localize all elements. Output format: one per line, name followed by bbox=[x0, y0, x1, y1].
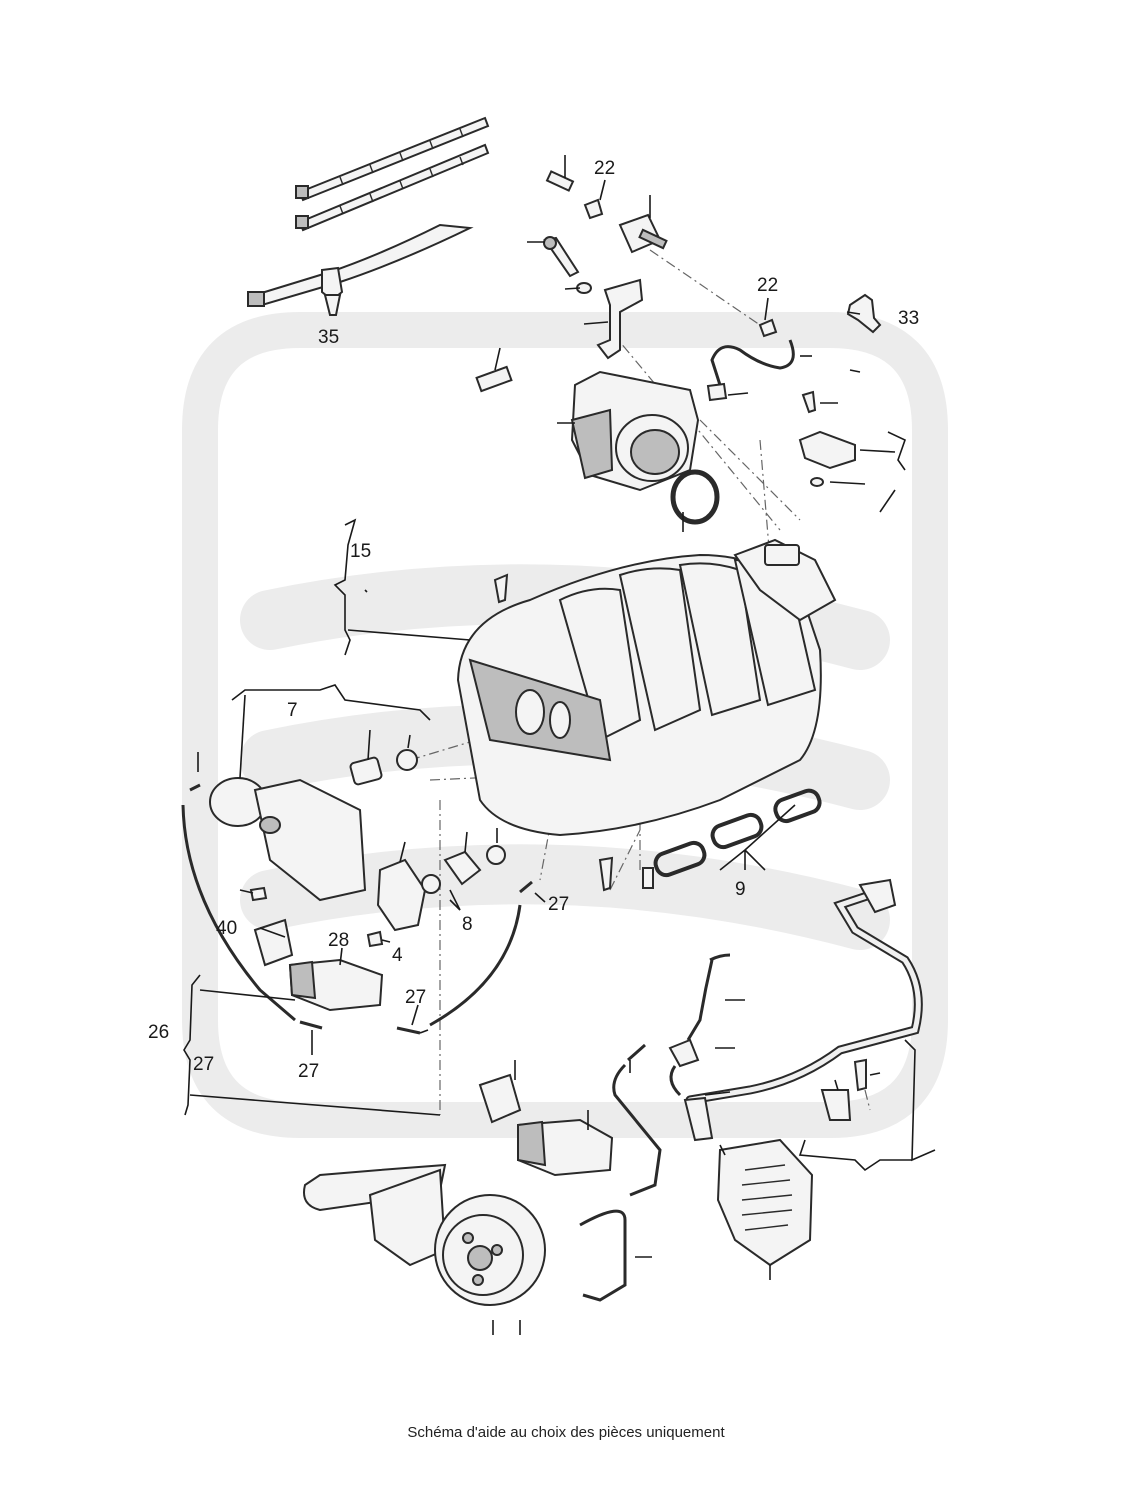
label-27-left: 27 bbox=[193, 1054, 214, 1075]
label-4: 4 bbox=[392, 945, 403, 966]
reference-labels: 22 22 33 35 15 7 27 9 8 40 28 4 27 26 27… bbox=[148, 158, 919, 1082]
label-40: 40 bbox=[216, 918, 237, 939]
label-22-top: 22 bbox=[594, 158, 615, 179]
label-7: 7 bbox=[287, 700, 298, 721]
water-pump bbox=[303, 1163, 546, 1306]
label-8: 8 bbox=[462, 914, 473, 935]
label-28: 28 bbox=[328, 930, 349, 951]
left-hoses bbox=[181, 783, 533, 1035]
throttle-body bbox=[570, 370, 856, 525]
label-9: 9 bbox=[735, 879, 746, 900]
diagram-caption: Schéma d'aide au choix des pièces unique… bbox=[407, 1424, 725, 1441]
label-27-bottom: 27 bbox=[298, 1061, 319, 1082]
left-components bbox=[209, 749, 654, 1012]
lower-components bbox=[478, 878, 923, 1302]
label-22-right: 22 bbox=[757, 275, 778, 296]
leader-lines bbox=[183, 155, 936, 1335]
cable-ties bbox=[247, 116, 490, 316]
label-27-mid: 27 bbox=[405, 987, 426, 1008]
label-26: 26 bbox=[148, 1022, 169, 1043]
label-33: 33 bbox=[898, 308, 919, 329]
label-27-center: 27 bbox=[548, 894, 569, 915]
intake-manifold bbox=[456, 538, 837, 837]
label-35: 35 bbox=[318, 327, 339, 348]
gaskets bbox=[653, 788, 822, 878]
upper-hardware bbox=[475, 170, 882, 402]
label-15: 15 bbox=[350, 541, 371, 562]
